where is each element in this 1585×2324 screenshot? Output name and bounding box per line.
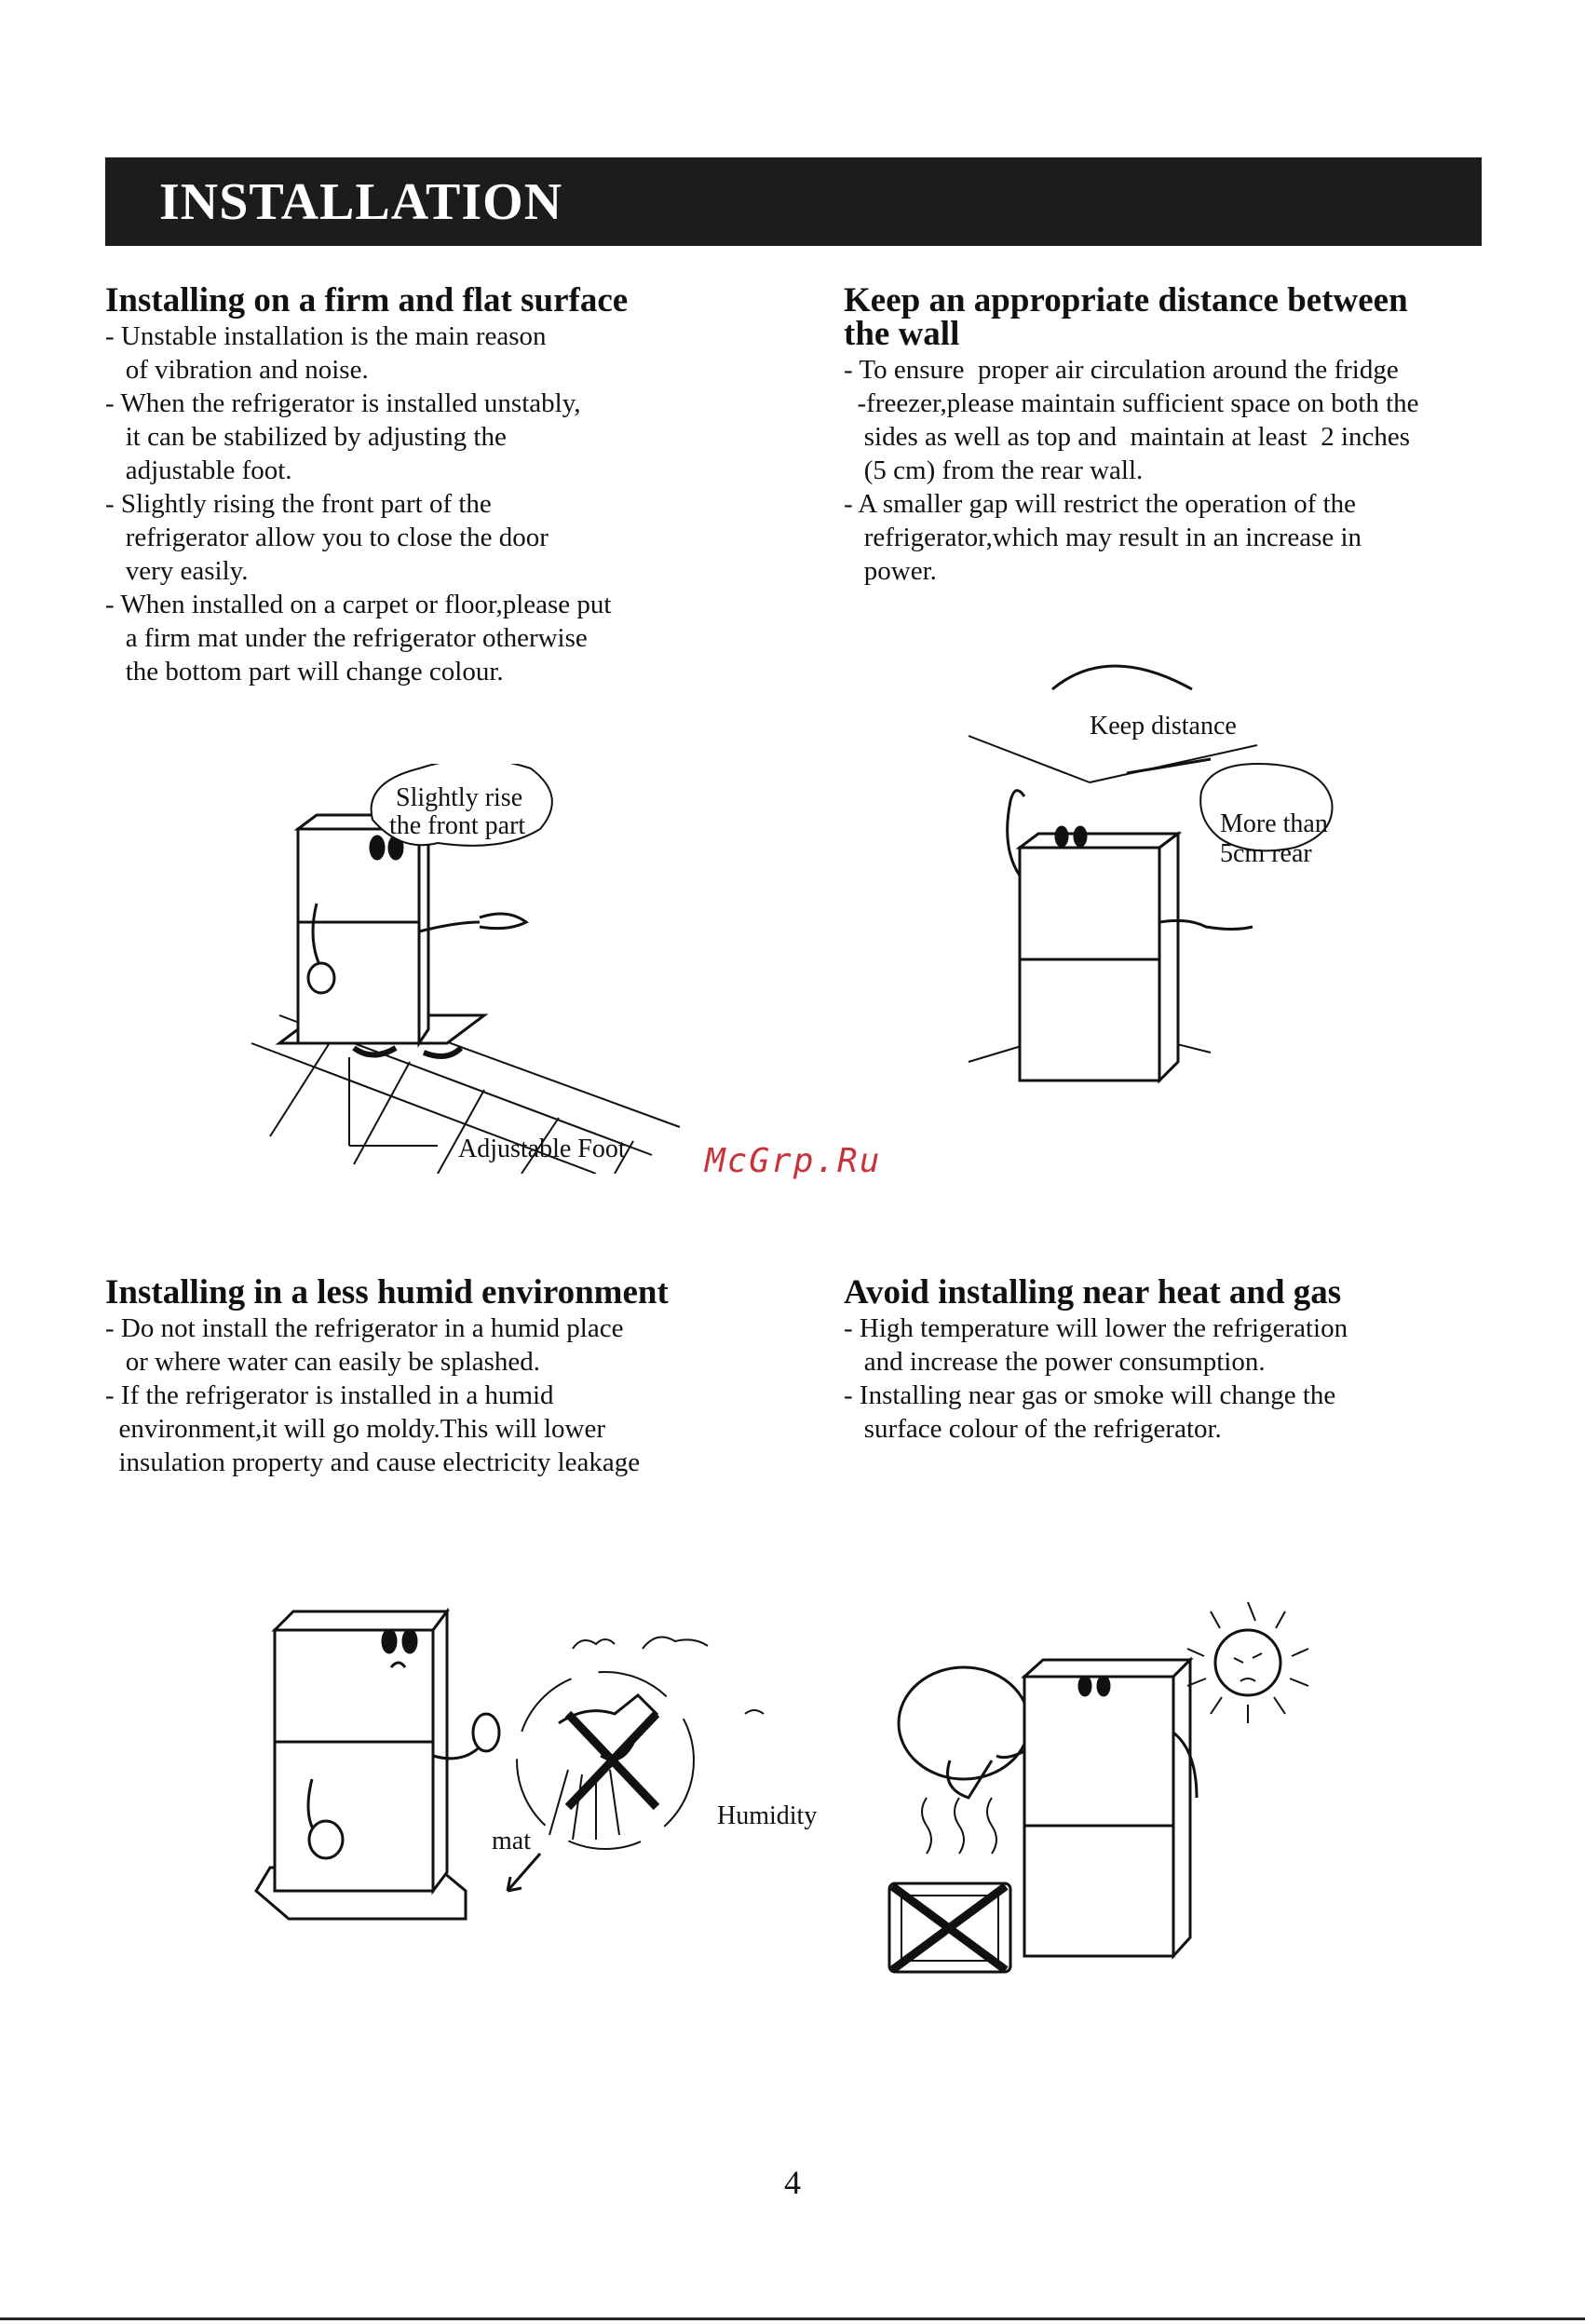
illustration-heat-gas (875, 1583, 1360, 1984)
text-line: a firm mat under the refrigerator otherw… (105, 623, 588, 653)
text-line: of vibration and noise. (105, 355, 369, 385)
text-line: -freezer,please maintain sufficient spac… (844, 388, 1419, 418)
text-line: - If the refrigerator is installed in a … (105, 1380, 554, 1410)
section-heat-gas: Avoid installing near heat and gas - Hig… (844, 1273, 1496, 1446)
page-number: 4 (784, 2164, 801, 2201)
section-title-humid: Installing in a less humid environment (105, 1273, 669, 1311)
text-line: it can be stabilized by adjusting the (105, 422, 507, 452)
section-humid-environment: Installing in a less humid environment -… (105, 1273, 757, 1479)
text-line: - Slightly rising the front part of the (105, 489, 492, 519)
watermark: McGrp.Ru (705, 1142, 882, 1180)
text-line: refrigerator,which may result in an incr… (844, 523, 1362, 552)
section-title-wall-2: the wall (844, 315, 960, 353)
text-line: - When the refrigerator is installed uns… (105, 388, 581, 418)
label-keep-distance: Keep distance (1090, 712, 1237, 741)
bubble-label-rear-2: 5cm rear (1220, 839, 1312, 868)
label-adjustable-foot: Adjustable Foot (458, 1135, 626, 1163)
text-line: - Installing near gas or smoke will chan… (844, 1380, 1336, 1410)
label-humidity: Humidity (717, 1801, 817, 1830)
text-line: the bottom part will change colour. (105, 657, 504, 686)
page-title: INSTALLATION (159, 173, 563, 231)
section-header-banner: INSTALLATION (105, 157, 1482, 246)
text-line: environment,it will go moldy.This will l… (105, 1414, 605, 1444)
bottom-divider (0, 2317, 1585, 2320)
text-line: - To ensure proper air circulation aroun… (844, 355, 1399, 385)
bubble-label-rear-1: More than (1220, 809, 1328, 838)
text-line: - A smaller gap will restrict the operat… (844, 489, 1357, 519)
section-flat-surface: Installing on a firm and flat surface - … (105, 281, 757, 688)
section-title-wall-1: Keep an appropriate distance between (844, 281, 1408, 319)
text-line: insulation property and cause electricit… (105, 1447, 641, 1477)
illustration-wall-distance: Keep distance More than 5cm rear (941, 652, 1350, 1090)
bubble-label-rise-1: Slightly rise (396, 783, 522, 812)
text-line: - Unstable installation is the main reas… (105, 321, 547, 351)
text-line: - When installed on a carpet or floor,pl… (105, 590, 612, 619)
text-line: very easily. (105, 556, 249, 586)
text-line: refrigerator allow you to close the door (105, 523, 549, 552)
text-line: sides as well as top and maintain at lea… (844, 422, 1411, 452)
illustration-flat-surface: Slightly rise the front part Adjustable … (242, 764, 708, 1174)
label-mat: mat (492, 1827, 531, 1855)
text-line: - High temperature will lower the refrig… (844, 1313, 1348, 1343)
section-wall-distance: Keep an appropriate distance between the… (844, 281, 1496, 588)
text-line: surface colour of the refrigerator. (844, 1414, 1222, 1444)
bubble-label-rise-2: the front part (389, 811, 525, 840)
text-line: (5 cm) from the rear wall. (844, 455, 1144, 485)
section-title-flat: Installing on a firm and flat surface (105, 281, 629, 319)
text-line: and increase the power consumption. (844, 1347, 1266, 1377)
section-title-heat: Avoid installing near heat and gas (844, 1273, 1342, 1311)
text-line: - Do not install the refrigerator in a h… (105, 1313, 624, 1343)
text-line: adjustable foot. (105, 455, 292, 485)
illustration-humid-environment: mat Humidity (251, 1583, 847, 1956)
text-line: or where water can easily be splashed. (105, 1347, 541, 1377)
text-line: power. (844, 556, 937, 586)
